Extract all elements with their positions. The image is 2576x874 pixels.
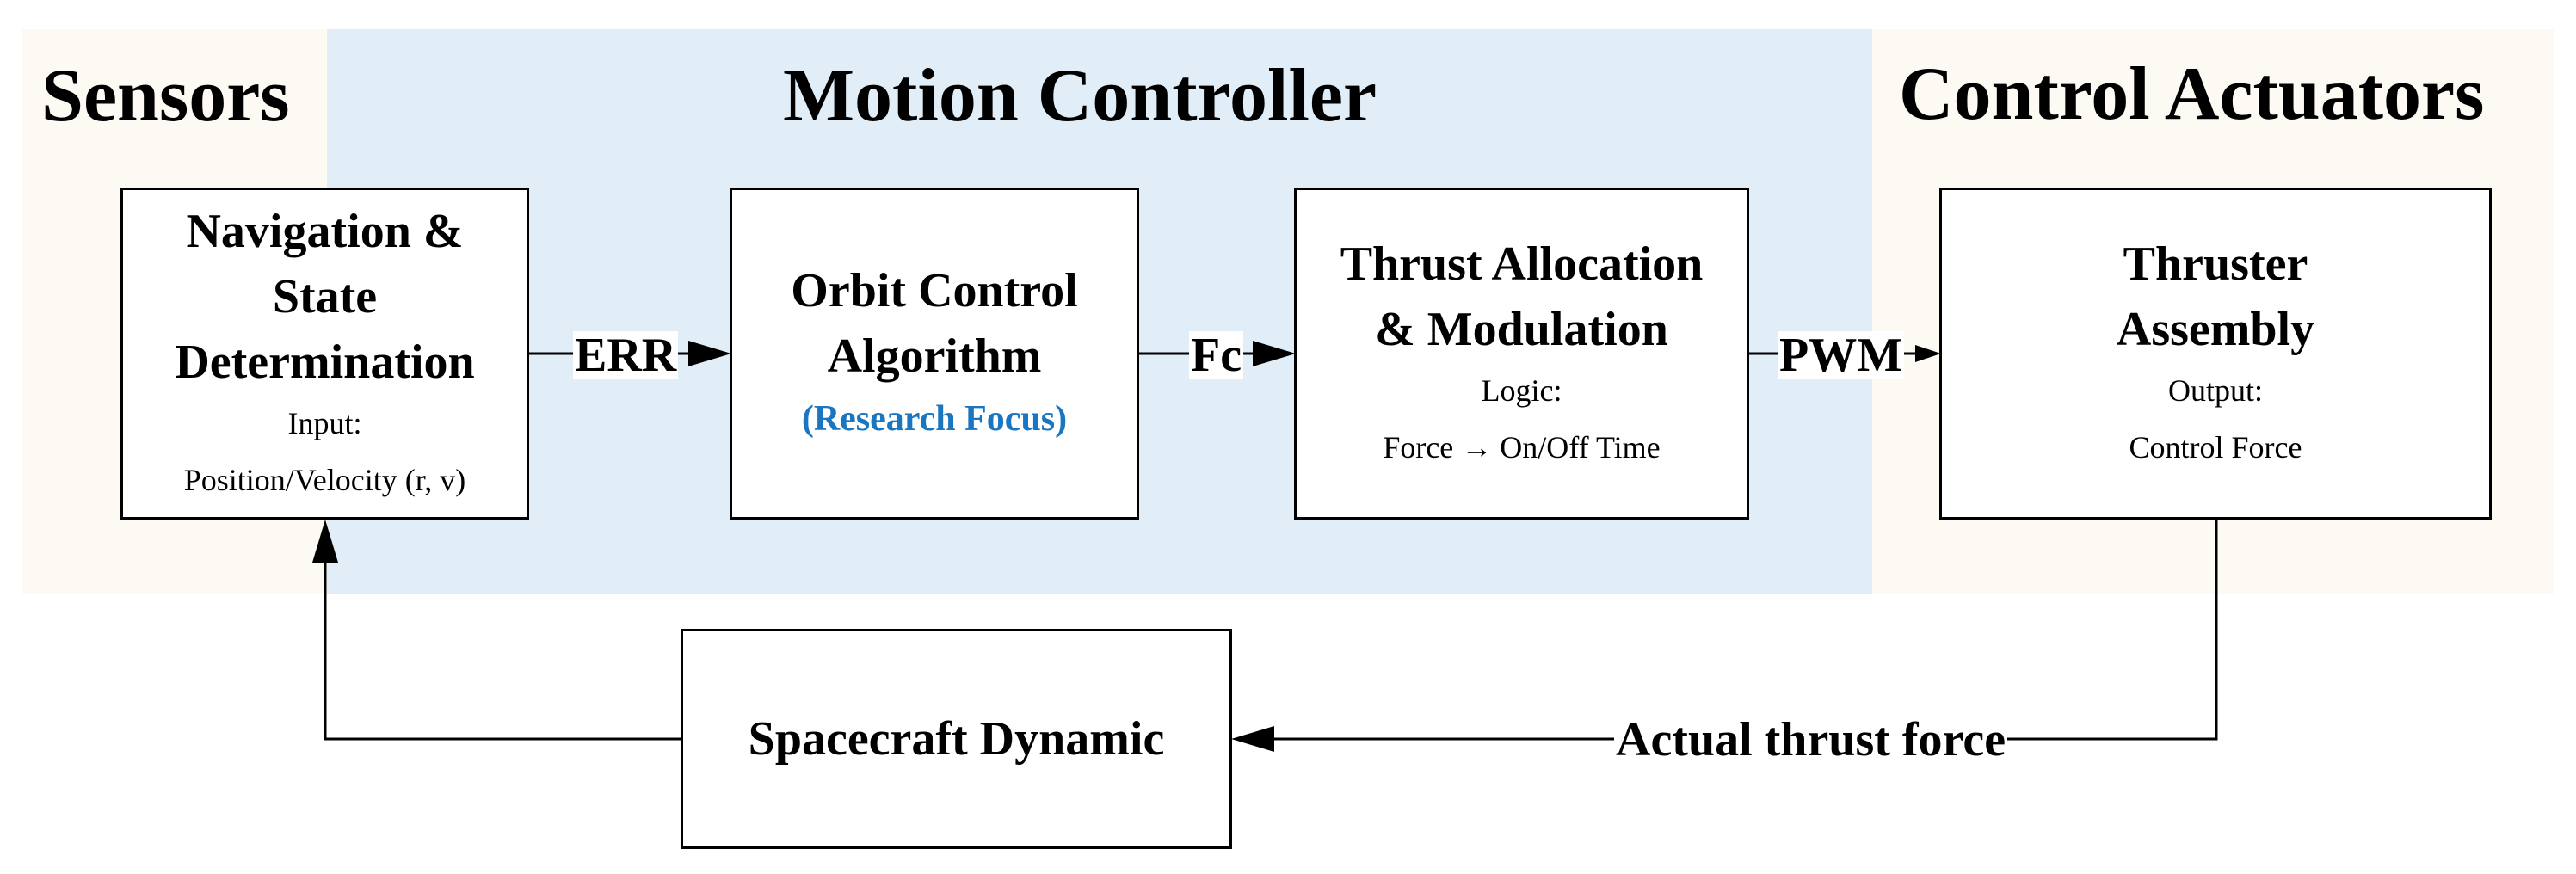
arrowhead-err — [688, 341, 731, 366]
signal-label-pwm: PWM — [1778, 329, 1905, 382]
thrust-allocation-block: Thrust Allocation & Modulation Logic: Fo… — [1294, 188, 1749, 520]
spacecraft-dynamic-title: Spacecraft Dynamic — [748, 712, 1165, 766]
thruster-assembly-block: Thruster Assembly Output: Control Force — [1939, 188, 2492, 520]
orbit-control-title: Orbit Control Algorithm — [791, 264, 1078, 383]
zone-title-control-actuators: Control Actuators — [1899, 52, 2485, 136]
thrust-logic-label: Logic: — [1481, 373, 1562, 408]
research-focus-note: (Research Focus) — [801, 399, 1068, 439]
arrowhead-fc — [1253, 341, 1296, 366]
assembly-output-label: Output: — [2167, 373, 2263, 408]
wire-feedback-in — [324, 559, 681, 741]
signal-label-err: ERR — [573, 329, 679, 382]
arrowhead-dynamics — [1231, 726, 1274, 752]
arrowhead-pwm — [1915, 345, 1941, 362]
spacecraft-dynamic-block: Spacecraft Dynamic — [681, 629, 1232, 849]
navigation-title: Navigation & State Determination — [175, 205, 475, 389]
navigation-input-value: Position/Velocity (r, v) — [183, 463, 466, 497]
thruster-assembly-title: Thruster Assembly — [2116, 237, 2315, 356]
zone-title-sensors: Sensors — [41, 54, 290, 138]
navigation-block: Navigation & State Determination Input: … — [120, 188, 529, 520]
wire-feedback-out — [1270, 519, 2218, 741]
thrust-logic-value: Force → On/Off Time — [1383, 430, 1661, 465]
signal-label-actual-thrust-force: Actual thrust force — [1614, 713, 2008, 766]
signal-label-fc: Fc — [1189, 329, 1244, 382]
assembly-output-value: Control Force — [2129, 430, 2302, 465]
zone-title-motion-controller: Motion Controller — [783, 54, 1377, 138]
orbit-control-block: Orbit Control Algorithm (Research Focus) — [730, 188, 1139, 520]
arrowhead-navigation — [312, 520, 338, 563]
thrust-allocation-title: Thrust Allocation & Modulation — [1340, 237, 1704, 356]
navigation-input-label: Input: — [287, 406, 362, 440]
